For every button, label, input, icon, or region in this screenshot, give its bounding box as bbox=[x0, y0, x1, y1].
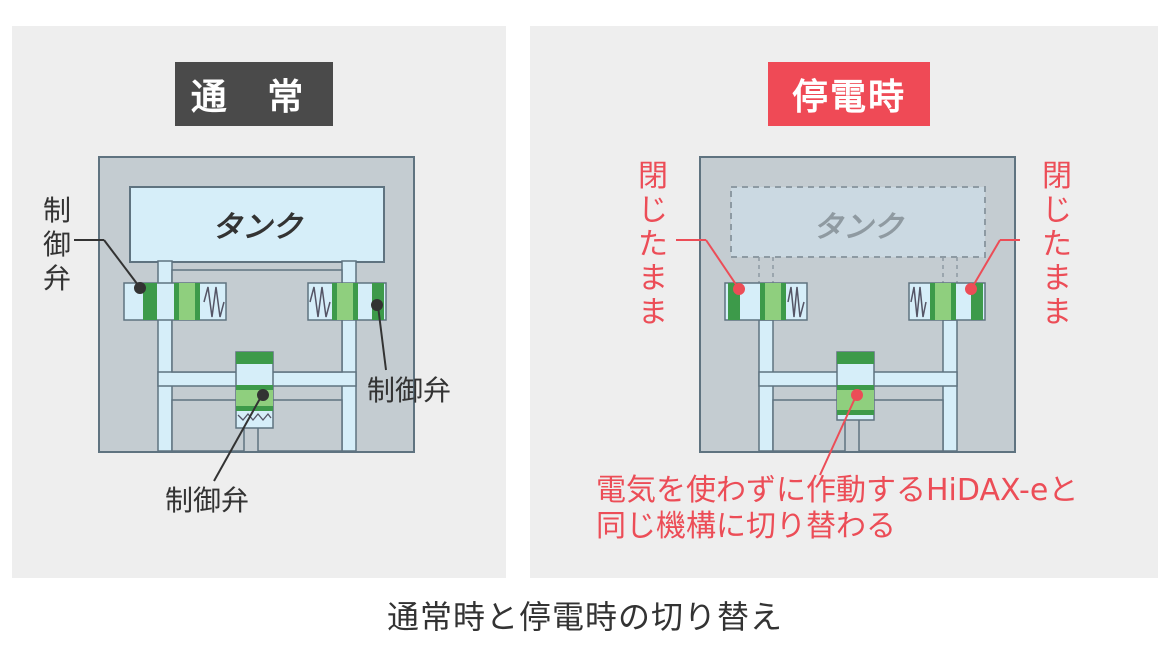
tank-inactive bbox=[730, 186, 986, 258]
tank-label: タンク bbox=[212, 210, 304, 245]
outage-badge: 停電時 bbox=[768, 62, 930, 126]
outage-note-line2: 同じ機構に切り替わる bbox=[596, 509, 896, 544]
normal-badge: 通 常 bbox=[175, 62, 333, 126]
leader-lines bbox=[74, 239, 387, 482]
tank-label-inactive: タンク bbox=[813, 210, 905, 245]
outage-diagram bbox=[676, 156, 1020, 476]
closed-label-left: 閉じたまま bbox=[638, 159, 668, 330]
control-valve-bottom bbox=[235, 351, 274, 429]
normal-diagram bbox=[74, 156, 415, 482]
valve-label-right: 制御弁 bbox=[367, 374, 452, 407]
control-valve-right bbox=[307, 282, 387, 321]
alert-leader-lines bbox=[676, 239, 1020, 476]
valve-label-bottom: 制御弁 bbox=[165, 484, 250, 517]
figure-caption: 通常時と停電時の切り替え bbox=[386, 598, 783, 636]
valve-label-left: 制御弁 bbox=[42, 194, 71, 295]
tank bbox=[129, 186, 385, 263]
control-valve-bottom-outage bbox=[836, 351, 875, 421]
outage-note-line1: 電気を使わずに作動するHiDAX-eと bbox=[596, 473, 1079, 508]
closed-label-right: 閉じたまま bbox=[1042, 159, 1072, 330]
control-valve-right-closed bbox=[908, 282, 986, 321]
